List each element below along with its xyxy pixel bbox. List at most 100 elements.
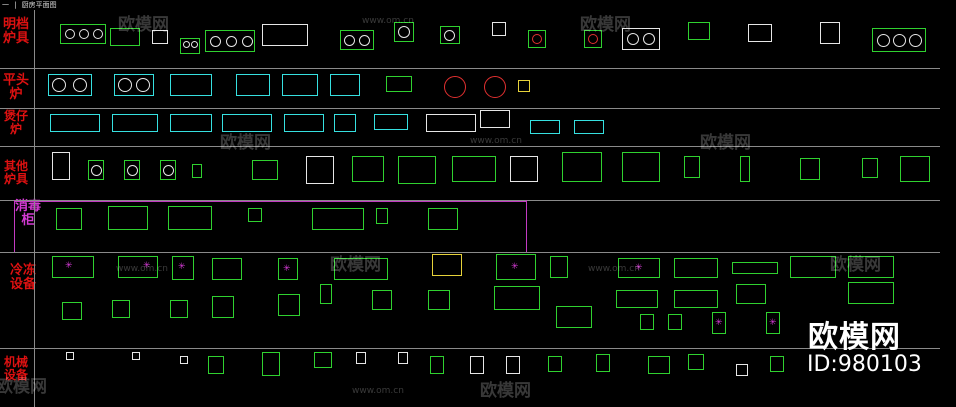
flat-stove-symbol <box>170 74 212 96</box>
burner-symbol <box>748 24 772 42</box>
refrigerator-symbol: ✳ <box>172 256 194 280</box>
burner-range-symbol <box>180 38 200 54</box>
watermark-url: www.om.cn <box>352 386 404 396</box>
watermark-url: www.om.cn <box>470 136 522 146</box>
refrigerator-symbol: ✳ <box>118 256 158 278</box>
refrigerator-symbol <box>432 254 462 276</box>
drawing-title: 一 | 厨房平面图 <box>2 1 57 9</box>
wok-burner-symbol <box>394 22 414 42</box>
gas-valve-symbol <box>386 76 412 92</box>
freezer-symbol <box>278 294 300 316</box>
watermark-text: 欧模网 <box>830 255 881 275</box>
freezer-symbol <box>428 290 450 310</box>
wok-symbol <box>444 76 466 98</box>
stove-symbol <box>452 156 496 182</box>
machine-symbol <box>262 352 280 376</box>
freezer-symbol <box>170 300 188 318</box>
disinfection-cabinet-symbol <box>248 208 262 222</box>
refrigerator-symbol <box>848 256 894 278</box>
row-divider <box>0 200 940 201</box>
machine-symbol <box>506 356 520 374</box>
stove-symbol <box>622 152 660 182</box>
disinfection-cabinet-symbol <box>376 208 388 224</box>
wok-burner-symbol <box>440 26 460 44</box>
display-chiller-symbol <box>494 286 540 310</box>
clay-pot-stove-symbol <box>426 114 476 132</box>
machine-symbol <box>430 356 444 374</box>
oven-symbol <box>52 152 70 180</box>
machine-symbol <box>770 356 784 372</box>
refrigerator-symbol <box>674 258 718 278</box>
clay-pot-stove-symbol <box>374 114 408 130</box>
machine-symbol <box>180 356 188 364</box>
machine-symbol <box>208 356 224 374</box>
refrigerator-symbol: ✳ <box>496 254 536 280</box>
machine-symbol <box>470 356 484 374</box>
watermark-text: 欧模网 <box>580 15 631 35</box>
freezer-symbol <box>320 284 332 304</box>
stove-symbol <box>398 156 436 184</box>
disinfection-cabinet-symbol <box>428 208 458 230</box>
disinfection-cabinet-symbol <box>312 208 364 230</box>
row-label-refrigeration: 冷冻设备 <box>9 263 36 292</box>
disinfection-frame-right <box>526 200 527 252</box>
display-chiller-symbol <box>674 290 718 308</box>
refrigerator-symbol: ✳ <box>278 258 298 280</box>
ice-machine-symbol <box>640 314 654 330</box>
burner-range-symbol <box>205 30 255 52</box>
row-label-machinery: 机械设备 <box>3 355 28 382</box>
watermark-text: 欧模网 <box>0 377 47 397</box>
clay-pot-stove-symbol <box>480 110 510 128</box>
watermark-text: 欧模网 <box>220 133 271 153</box>
griddle-symbol <box>110 28 140 46</box>
refrigerator-symbol: ✳ <box>618 258 660 278</box>
watermark-text: 欧模网 <box>118 15 169 35</box>
stove-symbol <box>562 152 602 182</box>
clay-pot-stove-symbol <box>170 114 212 132</box>
refrigerator-symbol <box>790 256 836 278</box>
label-column-divider <box>34 10 35 407</box>
clay-pot-stove-symbol <box>530 120 560 134</box>
refrigerator-symbol <box>550 256 568 278</box>
machine-symbol <box>66 352 74 360</box>
brand-logo-text: 欧模网 <box>808 320 901 355</box>
clay-pot-stove-symbol <box>334 114 356 132</box>
burner-symbol <box>492 22 506 36</box>
row-label-clay-pot-stove: 煲仔炉 <box>3 109 28 136</box>
clay-pot-stove-symbol <box>284 114 324 132</box>
stove-symbol <box>252 160 278 180</box>
stove-symbol <box>740 156 750 182</box>
freezer-symbol <box>212 296 234 318</box>
stove-symbol <box>800 158 820 180</box>
flat-stove-symbol <box>330 74 360 96</box>
burner-symbol <box>518 80 530 92</box>
stove-symbol <box>510 156 538 182</box>
refrigerator-symbol <box>732 262 778 274</box>
watermark-url: www.om.cn <box>362 16 414 26</box>
freezer-symbol <box>372 290 392 310</box>
machine-symbol <box>648 356 670 374</box>
machine-symbol <box>314 352 332 368</box>
round-stove-symbol <box>88 160 104 180</box>
watermark-text: 欧模网 <box>480 381 531 401</box>
watermark-url: www.om.cn <box>116 264 168 274</box>
flat-stove-symbol <box>114 74 154 96</box>
flat-stove-symbol <box>282 74 318 96</box>
wok-burner-symbol <box>584 30 602 48</box>
row-divider <box>0 348 940 349</box>
display-chiller-symbol <box>616 290 658 308</box>
clay-pot-stove-symbol <box>222 114 272 132</box>
range-symbol <box>622 28 660 50</box>
watermark-url: www.om.cn <box>588 264 640 274</box>
row-label-open-stove: 明档炉具 <box>2 17 29 46</box>
stove-symbol <box>306 156 334 184</box>
ice-machine-symbol: ✳ <box>712 312 726 334</box>
disinfection-cabinet-symbol <box>56 208 82 230</box>
freezer-symbol <box>62 302 82 320</box>
freezer-symbol <box>736 284 766 304</box>
round-stove-symbol <box>160 160 176 180</box>
freezer-symbol <box>112 300 130 318</box>
freezer-symbol <box>848 282 894 304</box>
range-symbol <box>262 24 308 46</box>
